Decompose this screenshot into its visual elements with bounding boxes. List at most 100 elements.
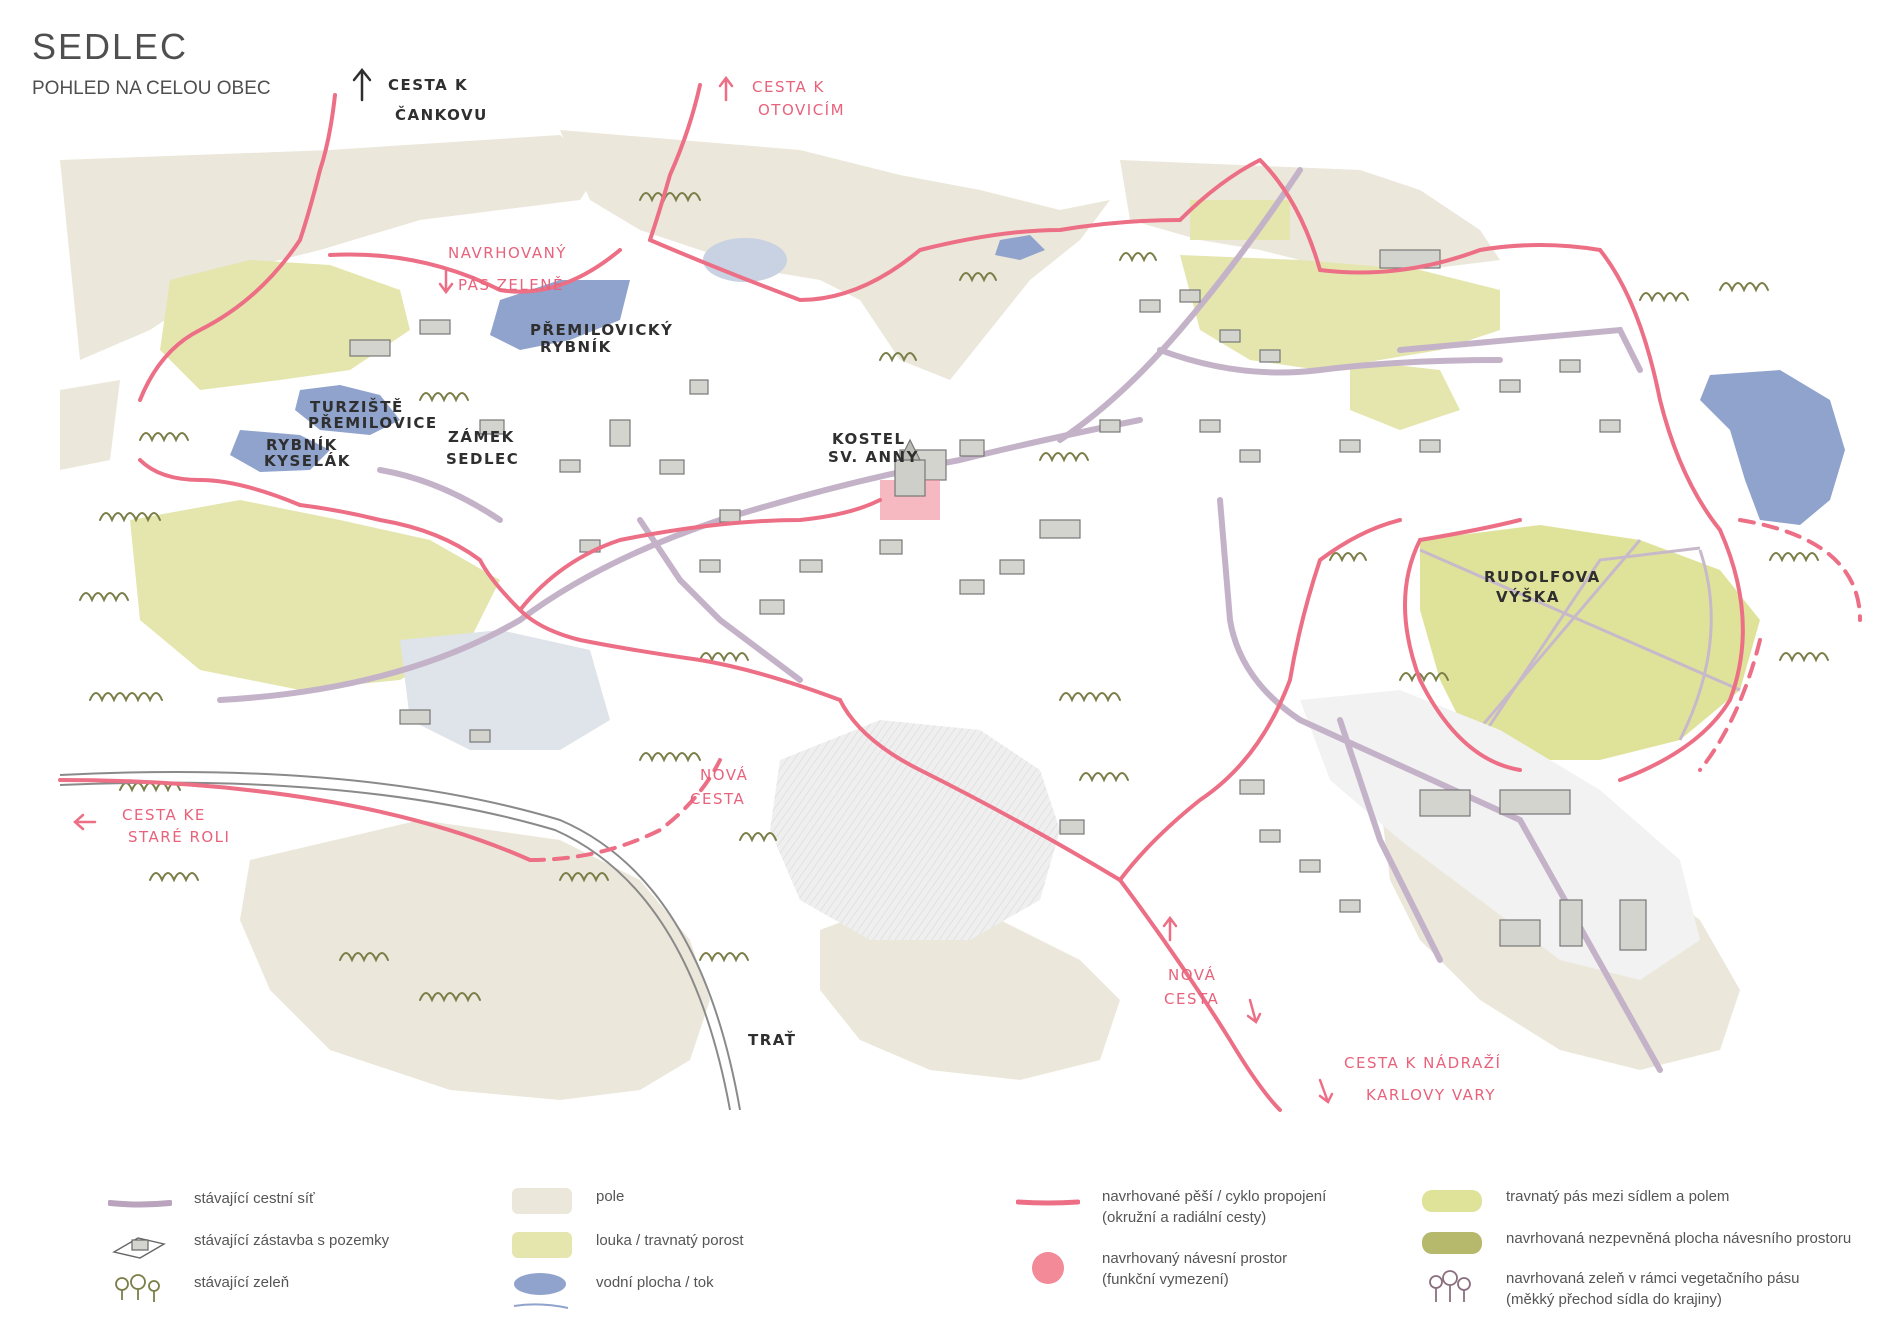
- label-rybnik-2: KYSELÁK: [264, 451, 351, 470]
- path-stara-role: [58, 778, 532, 862]
- proposed-square-swatch: [1016, 1248, 1080, 1284]
- legend-item-buildings: stávající zástavba s pozemky: [108, 1230, 389, 1260]
- legend-item-unpaved-area: navrhovaná nezpevněná plocha návesního p…: [1420, 1228, 1851, 1258]
- label-premilovicky-1: PŘEMILOVICKÝ: [530, 320, 673, 339]
- greenery: [79, 192, 1829, 1003]
- legend-label-roads: stávající cestní síť: [194, 1190, 315, 1207]
- legend-label-veg-belt-2: (měkký přechod sídla do krajiny): [1506, 1291, 1722, 1308]
- vegetation-belt-tree-icon: [1420, 1268, 1484, 1302]
- legend-label-proposed-square: navrhovaný návesní prostor (funkční vyme…: [1102, 1248, 1287, 1290]
- label-premilovicky-2: RYBNÍK: [540, 337, 612, 356]
- label-stare-role-2: STARÉ ROLI: [128, 827, 230, 846]
- map-labels: CESTA K ČANKOVU CESTA K OTOVICÍM NAVRHOV…: [122, 76, 1601, 1104]
- label-nova-cesta-w-2: CESTA: [690, 790, 745, 808]
- label-trat: TRAŤ: [748, 1030, 796, 1049]
- path-to-station: [1118, 878, 1282, 1112]
- label-cesta-otovice-1: CESTA K: [752, 78, 825, 96]
- label-rybnik-1: RYBNÍK: [266, 435, 338, 454]
- legend-label-unpaved-area: navrhovaná nezpevněná plocha návesního p…: [1506, 1230, 1852, 1247]
- rudolfova-vyska-meadow: [1419, 525, 1760, 760]
- tree-cluster-icon: [108, 1272, 172, 1302]
- label-turziste-2: PŘEMILOVICE: [308, 413, 438, 432]
- water-body: [230, 430, 330, 472]
- legend-item-field: pole: [510, 1186, 624, 1216]
- legend-label-buildings: stávající zástavba s pozemky: [194, 1232, 390, 1249]
- direction-arrows: [73, 67, 1334, 1104]
- legend-item-meadow: louka / travnatý porost: [510, 1230, 744, 1260]
- meadow-area: [1350, 360, 1460, 430]
- legend-item-roads: stávající cestní síť: [107, 1188, 315, 1218]
- label-nova-cesta-s-1: NOVÁ: [1168, 965, 1216, 984]
- field-area: [820, 900, 1120, 1080]
- field-area: [240, 820, 710, 1100]
- legend-label-veg-belt: navrhovaná zeleň v rámci vegetačního pás…: [1506, 1268, 1800, 1310]
- label-kostel-2: SV. ANNY: [828, 448, 919, 466]
- grass-strip-swatch: [1420, 1186, 1484, 1216]
- legend-label-water: vodní plocha / tok: [596, 1274, 714, 1291]
- arrow-down-icon: [438, 268, 454, 295]
- legend-label-field: pole: [596, 1188, 625, 1205]
- page-subtitle: POHLED NA CELOU OBEC: [32, 78, 271, 99]
- field-area: [560, 130, 1110, 380]
- water-body: [490, 280, 630, 350]
- label-zamek-1: ZÁMEK: [448, 427, 515, 446]
- path-to-cankov: [138, 93, 337, 402]
- label-zamek-2: SEDLEC: [446, 450, 519, 468]
- label-turziste-1: TURZIŠTĚ: [310, 397, 404, 416]
- road-line-icon: [107, 1188, 173, 1218]
- label-nadrazi-1: CESTA K NÁDRAŽÍ: [1344, 1053, 1501, 1072]
- legend-label-greenery: stávající zeleň: [194, 1274, 290, 1291]
- legend-item-greenery: stávající zeleň: [108, 1272, 289, 1302]
- arrow-up-icon: [1162, 915, 1178, 942]
- arrow-down-icon: [1318, 1078, 1334, 1104]
- legend-item-veg-belt: navrhovaná zeleň v rámci vegetačního pás…: [1420, 1268, 1800, 1310]
- arrow-up-icon: [718, 75, 734, 102]
- meadow-area: [160, 260, 410, 390]
- field-area: [1120, 160, 1500, 270]
- label-stare-role-1: CESTA KE: [122, 806, 206, 824]
- proposed-path-line-icon: [1015, 1186, 1081, 1216]
- village-map[interactable]: CESTA K ČANKOVU CESTA K OTOVICÍM NAVRHOV…: [0, 0, 1900, 1150]
- label-nova-cesta-s-2: CESTA: [1164, 990, 1219, 1008]
- legend-item-water: vodní plocha / tok: [510, 1272, 714, 1309]
- label-navrhovany-1: NAVRHOVANÝ: [448, 243, 567, 262]
- field-area: [60, 135, 600, 360]
- church: [880, 438, 940, 520]
- label-rudolfova-2: VÝŠKA: [1496, 587, 1560, 606]
- label-nova-cesta-w-1: NOVÁ: [700, 765, 748, 784]
- label-rudolfova-1: RUDOLFOVA: [1484, 568, 1601, 586]
- railway: [59, 771, 741, 1111]
- label-cesta-cankov-2: ČANKOVU: [395, 105, 488, 124]
- meadow-area: [1180, 255, 1500, 370]
- legend-label-proposed-paths: navrhované pěší / cyklo propojení (okruž…: [1102, 1186, 1326, 1228]
- meadow-area: [1190, 200, 1290, 240]
- arrow-left-icon: [73, 813, 97, 831]
- legend-label-veg-belt-1: navrhovaná zeleň v rámci vegetačního pás…: [1506, 1270, 1800, 1287]
- building-plot-icon: [108, 1230, 172, 1260]
- legend-label-grass-strip: travnatý pás mezi sídlem a polem: [1506, 1188, 1730, 1205]
- field-area: [60, 380, 120, 470]
- proposed-paths: [58, 83, 1862, 1112]
- unpaved-area-swatch: [1420, 1228, 1484, 1258]
- label-cesta-otovice-2: OTOVICÍM: [758, 100, 845, 119]
- legend-label-meadow: louka / travnatý porost: [596, 1232, 744, 1249]
- path-to-otovice: [648, 83, 702, 242]
- label-nadrazi-2: KARLOVY VARY: [1366, 1086, 1496, 1104]
- legend-label-proposed-square-2: (funkční vymezení): [1102, 1271, 1229, 1288]
- legend-item-grass-strip: travnatý pás mezi sídlem a polem: [1420, 1186, 1729, 1216]
- water-body: [995, 235, 1045, 260]
- label-kostel-1: KOSTEL: [832, 430, 906, 448]
- water-body: [1700, 370, 1845, 525]
- legend-label-proposed-paths-2: (okružní a radiální cesty): [1102, 1209, 1267, 1226]
- label-cesta-cankov-1: CESTA K: [388, 76, 468, 94]
- page-title: SEDLEC: [32, 26, 189, 67]
- map-legend: stávající cestní síť stávající zástavba …: [0, 1168, 1900, 1338]
- label-navrhovany-2: PÁS ZELENĚ: [458, 275, 564, 294]
- arrow-down-icon: [1246, 998, 1262, 1024]
- water-body: [295, 385, 400, 435]
- legend-label-proposed-paths-1: navrhované pěší / cyklo propojení: [1102, 1188, 1327, 1205]
- legend-item-proposed-square: navrhovaný návesní prostor (funkční vyme…: [1016, 1248, 1287, 1290]
- arrow-up-icon: [352, 67, 372, 102]
- water-swatch: [510, 1272, 574, 1309]
